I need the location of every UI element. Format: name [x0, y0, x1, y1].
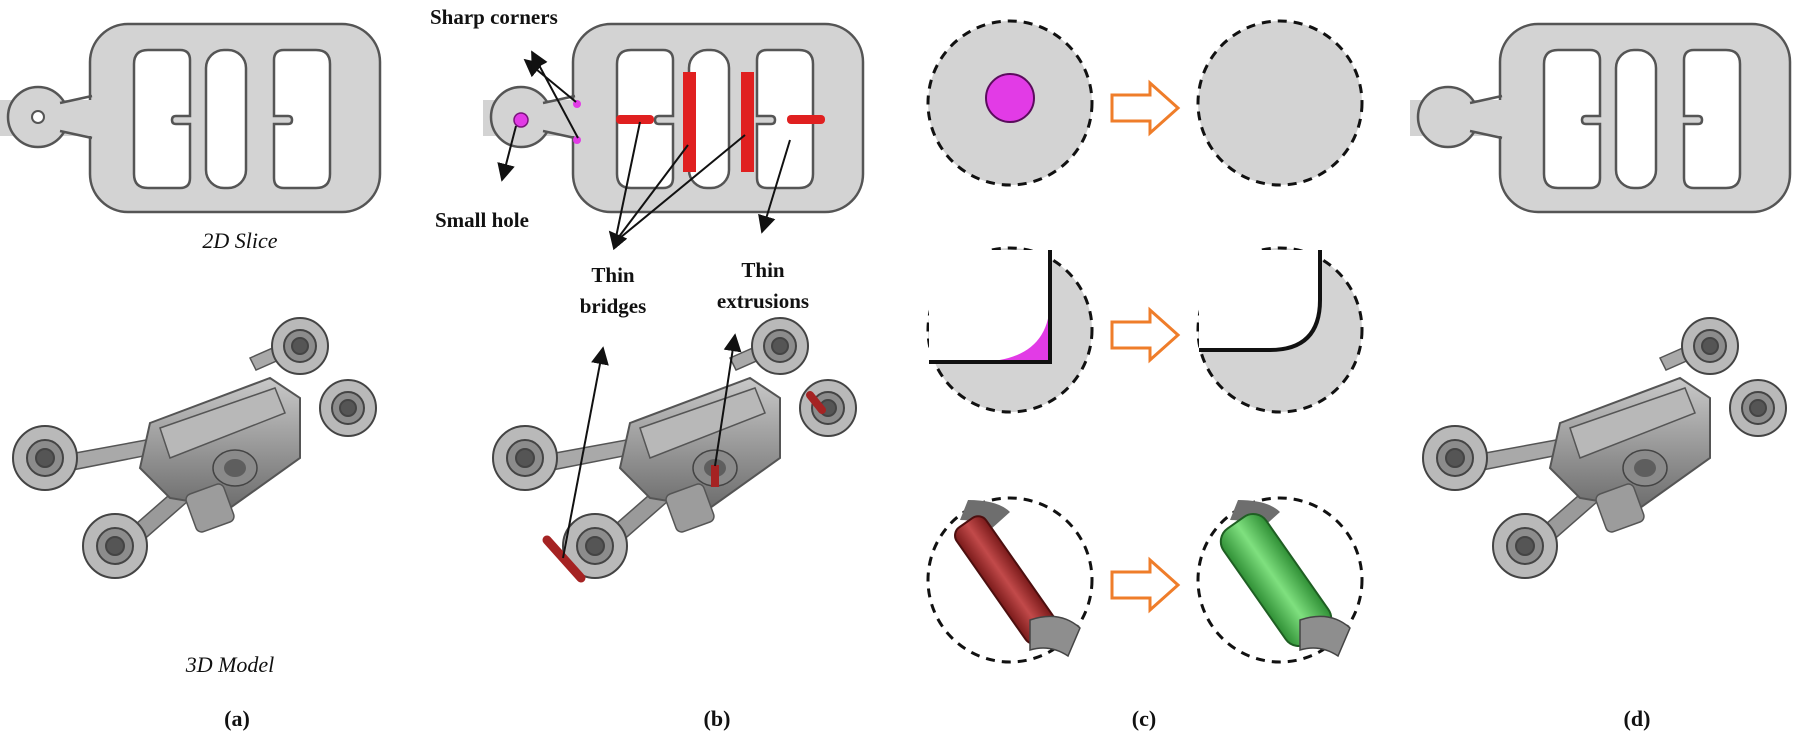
- arrow-icon: [497, 125, 517, 182]
- corner-defect-zoom: [980, 300, 1050, 362]
- panel-label-a: (a): [224, 706, 250, 731]
- slice-part-d: [1408, 22, 1792, 214]
- corner-void-after: [1199, 250, 1320, 350]
- thin-bridge-defect: [683, 72, 696, 172]
- panel-d: (d): [1408, 22, 1792, 731]
- sharp-corner-defect: [573, 136, 581, 144]
- pointer-line: [614, 144, 689, 243]
- annotation-small-hole: Small hole: [435, 208, 529, 232]
- annotation-thin-extrusions-line1: Thin: [741, 258, 785, 282]
- thin-extrusion-defect: [616, 115, 654, 124]
- thin-extrusion-3d-defect: [711, 465, 719, 487]
- zoom-bridge-before: [926, 496, 1094, 664]
- pointer-line: [614, 121, 641, 243]
- zoom-circle-after-hole: [1196, 19, 1364, 187]
- model-caption: 3D Model: [185, 652, 275, 677]
- arrow-icon: [608, 230, 628, 251]
- small-hole-a: [31, 110, 45, 124]
- panel-label-d: (d): [1624, 706, 1651, 731]
- annotation-sharp-corners: Sharp corners: [430, 5, 558, 29]
- panel-c: (c): [926, 19, 1364, 731]
- corner-edge-before: [929, 250, 1052, 364]
- thin-bridge-3d-defect: [806, 391, 826, 414]
- thin-bridge-3d-defect: [542, 535, 586, 583]
- panel-a: 2D Slice 3D Model (a): [0, 22, 382, 731]
- transform-arrow-icon: [1110, 306, 1181, 364]
- transform-arrow-icon: [1110, 556, 1181, 614]
- zoom-bridge-after: [1196, 496, 1364, 664]
- slice-caption: 2D Slice: [202, 228, 277, 253]
- panel-label-c: (c): [1132, 706, 1156, 731]
- transform-arrow-icon: [1110, 79, 1181, 137]
- panel-label-b: (b): [704, 706, 731, 731]
- annotation-thin-bridges-line2: bridges: [580, 294, 647, 318]
- model-3d-a: [12, 317, 377, 579]
- annotation-thin-extrusions-line2: extrusions: [717, 289, 809, 313]
- panel-b: Sharp corners Small hole Thin bridges Th…: [430, 5, 865, 731]
- arrow-icon: [562, 346, 609, 559]
- arrow-icon: [531, 50, 579, 139]
- hole-defect-zoom: [985, 73, 1035, 123]
- model-3d-d: [1422, 317, 1787, 579]
- annotation-thin-bridges-line1: Thin: [591, 263, 635, 287]
- thin-bridge-defect: [741, 72, 754, 172]
- arrow-icon: [758, 139, 791, 234]
- arrow-icon: [714, 333, 742, 467]
- small-hole-defect: [513, 112, 529, 128]
- thin-extrusion-defect: [787, 115, 825, 124]
- pointer-line: [614, 134, 746, 243]
- corner-void-before: [929, 250, 1050, 360]
- corner-edge-after: [1199, 250, 1322, 352]
- slice-part-a: [0, 22, 382, 214]
